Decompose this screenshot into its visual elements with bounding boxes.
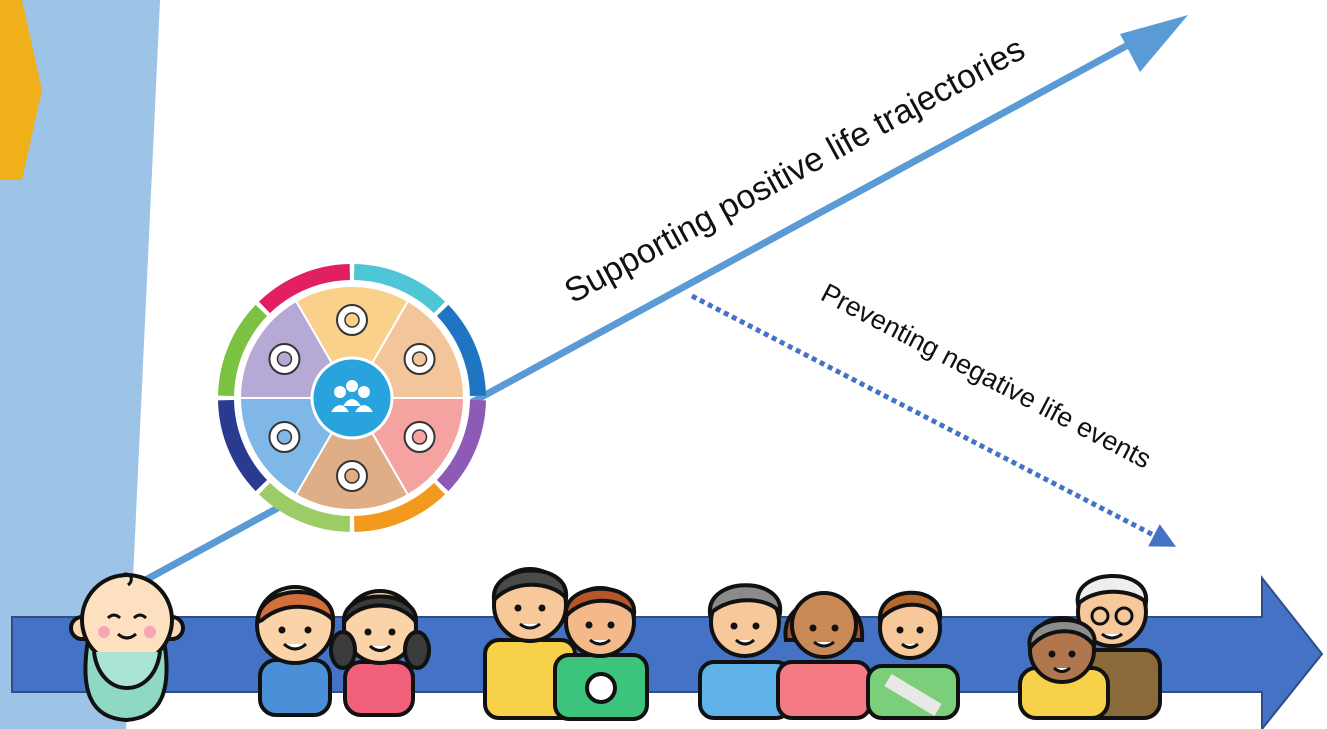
family-group-icon [310, 356, 394, 440]
negative-trajectory-arrow [690, 293, 1177, 547]
wheel-outer-ring-segment [218, 400, 268, 492]
wheel-outer-ring-segment [436, 400, 486, 492]
positive-trajectory-label: Supporting positive life trajectories [558, 30, 1031, 311]
adults-icon [698, 583, 960, 720]
baby-icon [69, 572, 185, 723]
children-icon [255, 585, 431, 717]
wheel-outer-ring-segment [218, 304, 268, 396]
young-adults-icon [483, 567, 649, 721]
wheel-outer-ring-segment [436, 304, 486, 396]
older-couple-icon [1018, 574, 1162, 720]
wellbeing-wheel [218, 264, 486, 532]
side-panel [0, 0, 160, 729]
wheel-outer-ring-segment [354, 482, 446, 532]
life-stage-icons [69, 567, 1162, 723]
wheel-outer-ring-segment [258, 482, 350, 532]
life-course-timeline-arrow [11, 575, 1324, 729]
negative-trajectory-label: Preventing negative life events [816, 278, 1156, 475]
wheel-outer-ring-segment [354, 264, 446, 314]
wheel-outer-ring-segment [258, 264, 350, 314]
